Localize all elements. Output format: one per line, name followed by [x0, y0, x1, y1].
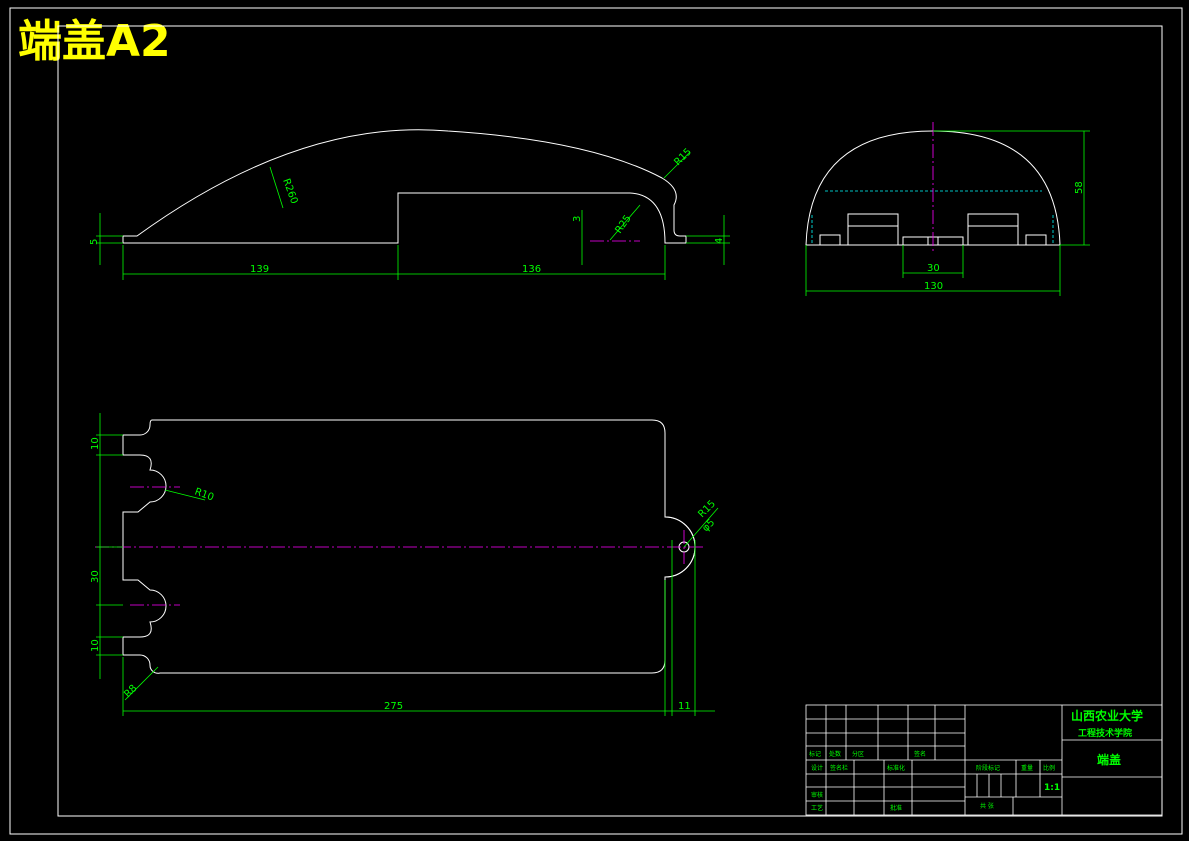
tb-label-stage: 阶段标记 — [976, 764, 1000, 772]
dim-r15-leader — [663, 151, 691, 179]
dim-h4: 4 — [714, 238, 725, 244]
end-block-small-right — [1025, 234, 1047, 246]
dim-r8: R8 — [122, 683, 139, 700]
dim-r25: R25 — [613, 213, 633, 235]
dim-r10: R10 — [193, 486, 215, 503]
dim-11: 11 — [678, 701, 691, 712]
side-view: R260 R15 R25 5 3 4 139 136 — [89, 129, 730, 280]
tb-label-approve: 批准 — [890, 804, 902, 812]
dim-len-139: 139 — [250, 264, 269, 275]
dim-notch-bottom: 10 — [90, 639, 101, 652]
tb-school: 山西农业大学 — [1071, 708, 1143, 723]
dim-130: 130 — [924, 281, 943, 292]
dim-h5: 5 — [89, 239, 100, 245]
dim-len-136: 136 — [522, 264, 541, 275]
tb-part-name: 端盖 — [1097, 752, 1121, 767]
inner-frame — [57, 25, 1163, 817]
dim-58: 58 — [1074, 181, 1085, 194]
tb-label-standard: 标准化 — [887, 764, 905, 772]
tb-label-sign: 签名 — [914, 750, 926, 758]
dim-r15-side: R15 — [672, 146, 694, 168]
tb-label-mark: 标记 — [809, 750, 821, 758]
tb-label-designer: 签名栏 — [830, 764, 848, 772]
tb-label-count: 处数 — [829, 750, 841, 758]
tb-label-total: 共 张 — [980, 802, 994, 810]
title-block: 标记 处数 分区 签名 设计 签名栏 标准化 审核 工艺 批准 阶段标记 重量 … — [805, 704, 1163, 816]
end-block-left — [847, 213, 899, 246]
end-view: 58 30 130 — [805, 122, 1090, 296]
dim-r10-leader — [164, 489, 206, 501]
tb-label-review: 审核 — [811, 791, 823, 799]
dim-r8-leader — [124, 666, 159, 701]
tb-scale: 1:1 — [1044, 783, 1060, 793]
outer-frame — [9, 7, 1183, 835]
dim-r25-leader — [609, 204, 641, 241]
end-block-small-left — [819, 234, 841, 246]
plan-view: R10 R8 R15 φ5 10 30 10 275 11 — [90, 413, 719, 716]
end-block-right — [967, 213, 1019, 246]
dim-r15-plan-leader — [683, 507, 719, 548]
dim-notch-top: 10 — [90, 437, 101, 450]
dim-275: 275 — [384, 701, 403, 712]
dim-r260-leader — [269, 166, 284, 209]
tb-label-weight: 重量 — [1021, 764, 1033, 772]
dim-r260: R260 — [280, 177, 299, 205]
tb-department: 工程技术学院 — [1078, 727, 1132, 739]
dim-h3: 3 — [572, 216, 583, 222]
tb-label-ratio: 比例 — [1043, 764, 1055, 772]
tb-label-design: 设计 — [811, 764, 823, 772]
drawing-title: 端盖A2 — [18, 16, 171, 67]
tb-label-process: 工艺 — [811, 804, 823, 812]
side-view-outline — [122, 129, 687, 244]
dim-notch-mid: 30 — [90, 570, 101, 583]
dim-r15-plan: R15 — [696, 498, 718, 520]
tb-label-zone: 分区 — [852, 750, 864, 758]
dim-30-end: 30 — [927, 263, 940, 274]
